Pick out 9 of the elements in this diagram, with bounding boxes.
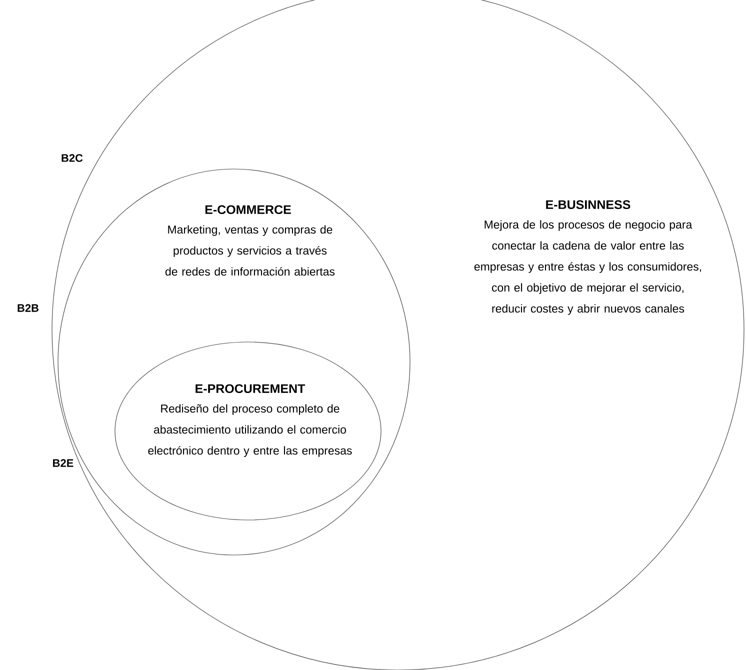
heading: E-COMMERCE <box>205 205 291 214</box>
heading: E-BUSINNESS <box>546 200 630 210</box>
description: Rediseño del proceso completo de abastecimiento utilizando el comercio electrónico dentro y entre las empresas <box>148 404 352 457</box>
segment-label: B2C <box>62 154 83 162</box>
segment-label: B2B <box>18 304 38 312</box>
description: Mejora de los procesos de negocio para conectar la cadena de valor entre las empresas y entre éstas y los consumidores, con el objetivo de mejorar el servicio, reducir costes y abrir nuevos canales <box>474 220 702 315</box>
segment-label: B2E <box>53 459 74 467</box>
heading: E-PROCUREMENT <box>196 384 306 394</box>
description: Marketing, ventas y compras de productos y servicios a través de redes de información abiertas <box>165 225 335 276</box>
